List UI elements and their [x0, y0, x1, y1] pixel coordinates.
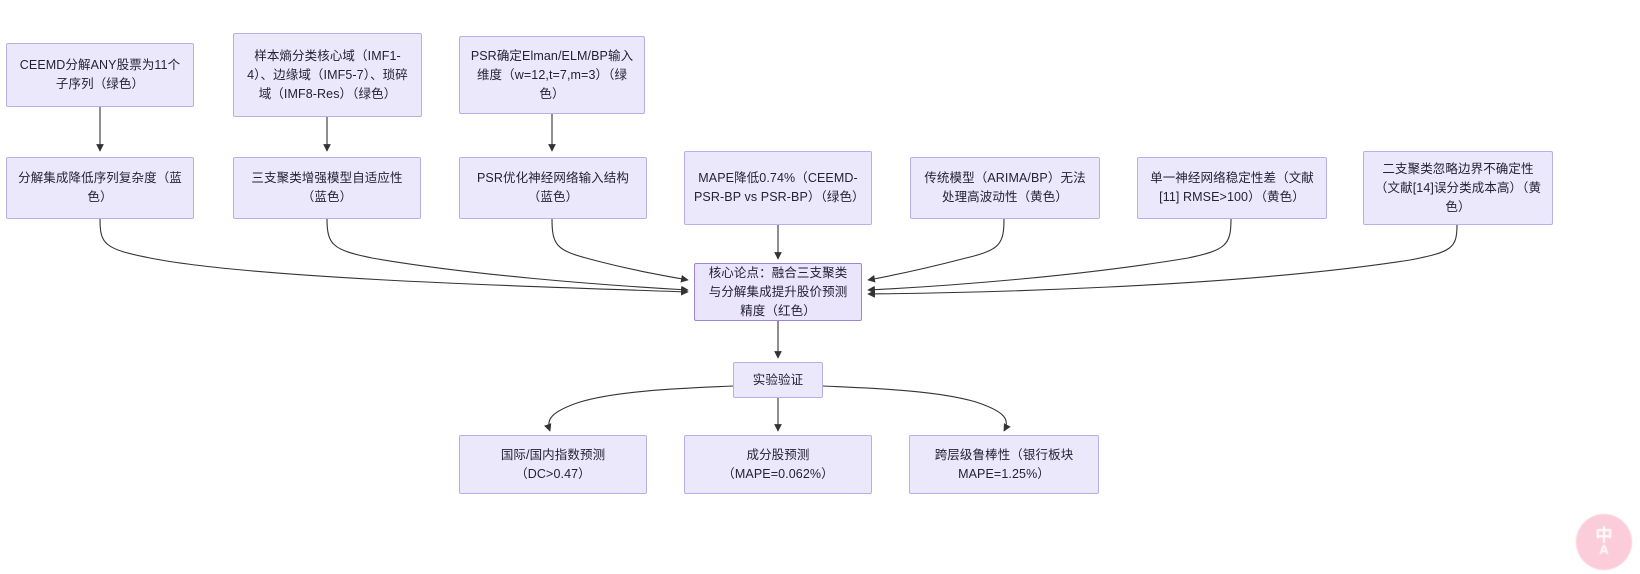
node-gap-3[interactable]: 二支聚类忽略边界不确定性（文献[14]误分类成本高）（黄色） [1363, 151, 1553, 225]
node-gap-1-label: 传统模型（ARIMA/BP）无法处理高波动性（黄色） [924, 171, 1086, 204]
node-support-1-label: 分解集成降低序列复杂度（蓝色） [18, 171, 182, 204]
node-gap-3-label: 二支聚类忽略边界不确定性（文献[14]误分类成本高）（黄色） [1374, 161, 1542, 214]
node-result-1-label: 国际/国内指数预测（DC>0.47） [500, 447, 606, 481]
watermark-primary-text: 中 [1595, 526, 1613, 545]
edge-support3-to-core [551, 218, 689, 283]
node-premise-2-label: 样本熵分类核心域（IMF1-4）、边缘域（IMF5-7）、琐碎域（IMF8-Re… [247, 48, 408, 101]
node-gap-1[interactable]: 传统模型（ARIMA/BP）无法处理高波动性（黄色） [910, 157, 1100, 219]
node-experiment[interactable]: 实验验证 [733, 362, 823, 398]
node-premise-2[interactable]: 样本熵分类核心域（IMF1-4）、边缘域（IMF5-7）、琐碎域（IMF8-Re… [233, 33, 422, 117]
node-result-2-label: 成分股预测（MAPE=0.062%） [722, 447, 834, 481]
node-core-claim-label: 核心论点：融合三支聚类与分解集成提升股价预测精度（红色） [708, 265, 848, 318]
node-gap-2[interactable]: 单一神经网络稳定性差（文献[11] RMSE>100）（黄色） [1137, 157, 1327, 219]
node-support-3-label: PSR优化神经网络输入结构（蓝色） [476, 171, 629, 204]
node-support-2[interactable]: 三支聚类增强模型自适应性（蓝色） [233, 157, 421, 219]
node-core-claim[interactable]: 核心论点：融合三支聚类与分解集成提升股价预测精度（红色） [694, 263, 862, 321]
edge-experiment-to-result3 [822, 385, 1011, 432]
node-support-2-label: 三支聚类增强模型自适应性（蓝色） [251, 171, 403, 204]
node-premise-3-label: PSR确定Elman/ELM/BP输入维度（w=12,t=7,m=3）（绿色） [470, 48, 634, 101]
node-premise-1[interactable]: CEEMD分解ANY股票为11个子序列（绿色） [6, 43, 194, 107]
watermark-secondary-text: A [1599, 542, 1609, 557]
node-gap-2-label: 单一神经网络稳定性差（文献[11] RMSE>100）（黄色） [1150, 171, 1314, 204]
node-premise-3[interactable]: PSR确定Elman/ELM/BP输入维度（w=12,t=7,m=3）（绿色） [459, 36, 645, 114]
node-result-3-label: 跨层级鲁棒性（银行板块MAPE=1.25%） [934, 447, 1074, 481]
edge-support2-to-core [326, 218, 689, 294]
edge-gap2-to-core [867, 218, 1232, 294]
edge-gap1-to-core [867, 218, 1005, 283]
edge-experiment-to-result1 [544, 385, 734, 432]
node-result-2[interactable]: 成分股预测（MAPE=0.062%） [684, 435, 872, 494]
edge-gap3-to-core [867, 224, 1458, 298]
edge-support1-to-core [99, 218, 689, 296]
node-evidence-1[interactable]: MAPE降低0.74%（CEEMD-PSR-BP vs PSR-BP）（绿色） [684, 151, 872, 225]
node-premise-1-label: CEEMD分解ANY股票为11个子序列（绿色） [19, 58, 181, 91]
node-support-1[interactable]: 分解集成降低序列复杂度（蓝色） [6, 157, 194, 219]
node-evidence-1-label: MAPE降低0.74%（CEEMD-PSR-BP vs PSR-BP）（绿色） [694, 171, 865, 204]
node-result-3[interactable]: 跨层级鲁棒性（银行板块MAPE=1.25%） [909, 435, 1099, 494]
watermark-badge: 中 A [1576, 514, 1632, 570]
node-experiment-label: 实验验证 [752, 372, 804, 387]
node-support-3[interactable]: PSR优化神经网络输入结构（蓝色） [459, 157, 647, 219]
node-result-1[interactable]: 国际/国内指数预测（DC>0.47） [459, 435, 647, 494]
